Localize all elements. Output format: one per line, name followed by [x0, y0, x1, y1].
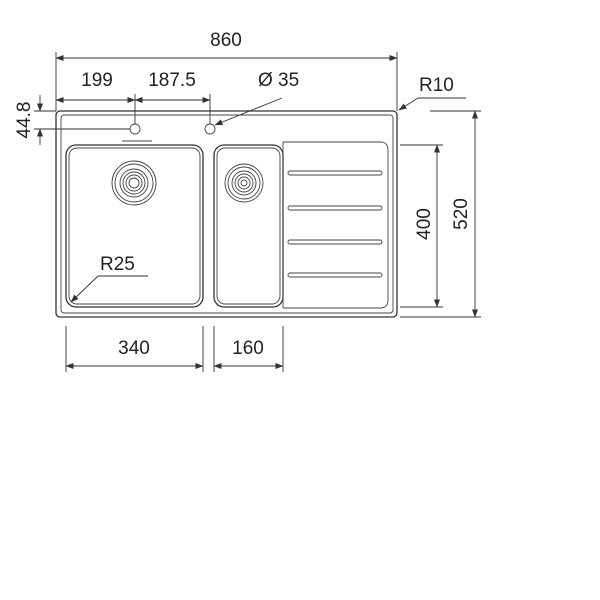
- label-main-bowl-width: 340: [118, 338, 150, 359]
- label-bowl-depth: 400: [414, 208, 435, 240]
- sink-outline: [55, 110, 398, 318]
- small-drain-icon: [224, 163, 264, 203]
- label-tap-spacing: 187.5: [148, 70, 196, 91]
- drain-groove: [287, 170, 383, 176]
- label-corner-radius: R10: [419, 75, 454, 96]
- dimension-bowl-widths: 340 160: [65, 326, 284, 372]
- dimension-tap-spacing: 199 187.5: [55, 70, 211, 124]
- dimension-overall-depth: 520: [400, 110, 481, 318]
- label-edge-height: 44.8: [14, 102, 35, 139]
- dimension-edge-height: 44.8: [14, 95, 130, 145]
- label-bowl-radius: R25: [100, 254, 135, 275]
- label-overall-width: 860: [210, 30, 242, 51]
- dimension-bowl-radius: R25: [70, 254, 148, 303]
- outer-rim: [55, 110, 398, 318]
- main-bowl: [65, 140, 204, 308]
- small-bowl: [213, 144, 284, 308]
- label-overall-depth: 520: [451, 198, 472, 230]
- drain-groove: [287, 272, 383, 278]
- inner-rim: [60, 114, 394, 314]
- tap-hole-icon: [129, 123, 216, 135]
- label-hole-diameter: Ø 35: [258, 70, 299, 91]
- dimension-overall-width: 860: [55, 30, 398, 111]
- drain-groove: [287, 239, 383, 245]
- label-tap-offset: 199: [81, 70, 113, 91]
- dimension-corner-radius: R10: [398, 75, 466, 111]
- label-small-bowl-width: 160: [232, 338, 264, 359]
- dimension-bowl-depth: 400: [400, 144, 443, 308]
- drain-groove: [287, 205, 383, 211]
- main-drain-icon: [111, 160, 157, 206]
- dimension-hole-diameter: Ø 35: [214, 70, 299, 126]
- drainboard: [282, 141, 389, 309]
